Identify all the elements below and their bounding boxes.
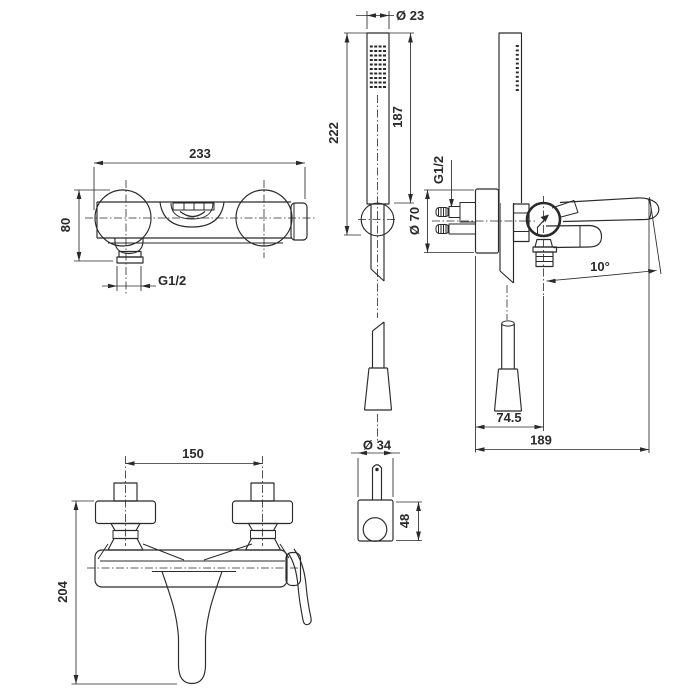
centerlines [85, 180, 315, 294]
dim-80-label: 80 [58, 218, 73, 232]
mixer-handle-front [159, 201, 225, 228]
dimension-g12-front: G1/2 [102, 266, 186, 291]
centerlines [358, 95, 397, 441]
handle-knob-side [525, 201, 562, 238]
mixer-outlet-front [114, 237, 144, 264]
dimension-d23: Ø 23 [356, 8, 424, 29]
hand-shower-handle [366, 32, 390, 205]
front-view-shower-mixer: 233 80 G1/2 [58, 146, 315, 294]
dimension-74-5: 74.5 [475, 200, 650, 453]
dimension-189: 189 [475, 433, 649, 452]
dimension-g12-side: G1/2 [431, 156, 454, 208]
dim-204-label: 204 [55, 580, 70, 602]
side-shower-spray-dots [515, 45, 519, 91]
mixer-outlet-side [532, 238, 558, 268]
bracket-roller [362, 517, 388, 542]
dimension-150: 150 [125, 446, 263, 466]
dimension-48: 48 [396, 501, 422, 541]
dim-angle-label: 10° [590, 259, 610, 274]
bracket-body [357, 499, 394, 542]
spout-front [152, 571, 236, 685]
centerlines [87, 456, 301, 569]
hand-shower-front-view: Ø 23 222 187 [326, 8, 424, 441]
dimension-222: 222 [326, 32, 367, 236]
dim-233-label: 233 [189, 146, 211, 161]
dimension-d70: Ø 70 [407, 189, 474, 253]
dim-189-label: 189 [530, 433, 552, 448]
bracket-detail-view: Ø 34 48 [351, 438, 422, 542]
handshower-spray-dots [369, 45, 386, 88]
mixer-bar-body [94, 189, 308, 247]
dimension-187: 187 [389, 32, 414, 204]
supply-pipes [435, 202, 476, 235]
hose-cone-right [493, 320, 523, 412]
front-view-bath-mixer: 150 204 [55, 446, 312, 685]
dimension-204: 204 [55, 500, 177, 685]
dim-g12-side-label: G1/2 [431, 156, 446, 184]
dim-d34-label: Ø 34 [363, 438, 392, 453]
dimension-80: 80 [58, 189, 113, 262]
dimension-233: 233 [93, 146, 306, 210]
dim-150-label: 150 [182, 446, 204, 461]
dim-48-label: 48 [397, 514, 412, 528]
dim-222-label: 222 [326, 122, 341, 144]
mixer-body-side [512, 197, 660, 249]
dimension-d34: Ø 34 [351, 438, 400, 497]
lever-handle-front [285, 548, 312, 626]
centerlines [432, 196, 544, 320]
dim-187-label: 187 [390, 106, 405, 128]
dim-d70-label: Ø 70 [407, 207, 422, 235]
dim-d23-label: Ø 23 [396, 8, 424, 23]
hand-shower-side [498, 32, 523, 284]
dim-74-5-label: 74.5 [496, 410, 521, 425]
dim-g12-front-label: G1/2 [158, 273, 186, 288]
dimension-angle-10: 10° [546, 196, 662, 284]
bracket-pin [371, 464, 383, 500]
mixer-body-front [94, 543, 290, 588]
side-view-bath-mixer: Ø 70 G1/2 10° 74.5 [407, 32, 662, 453]
holder-ball [360, 202, 395, 282]
hose-cone-left [363, 321, 393, 411]
